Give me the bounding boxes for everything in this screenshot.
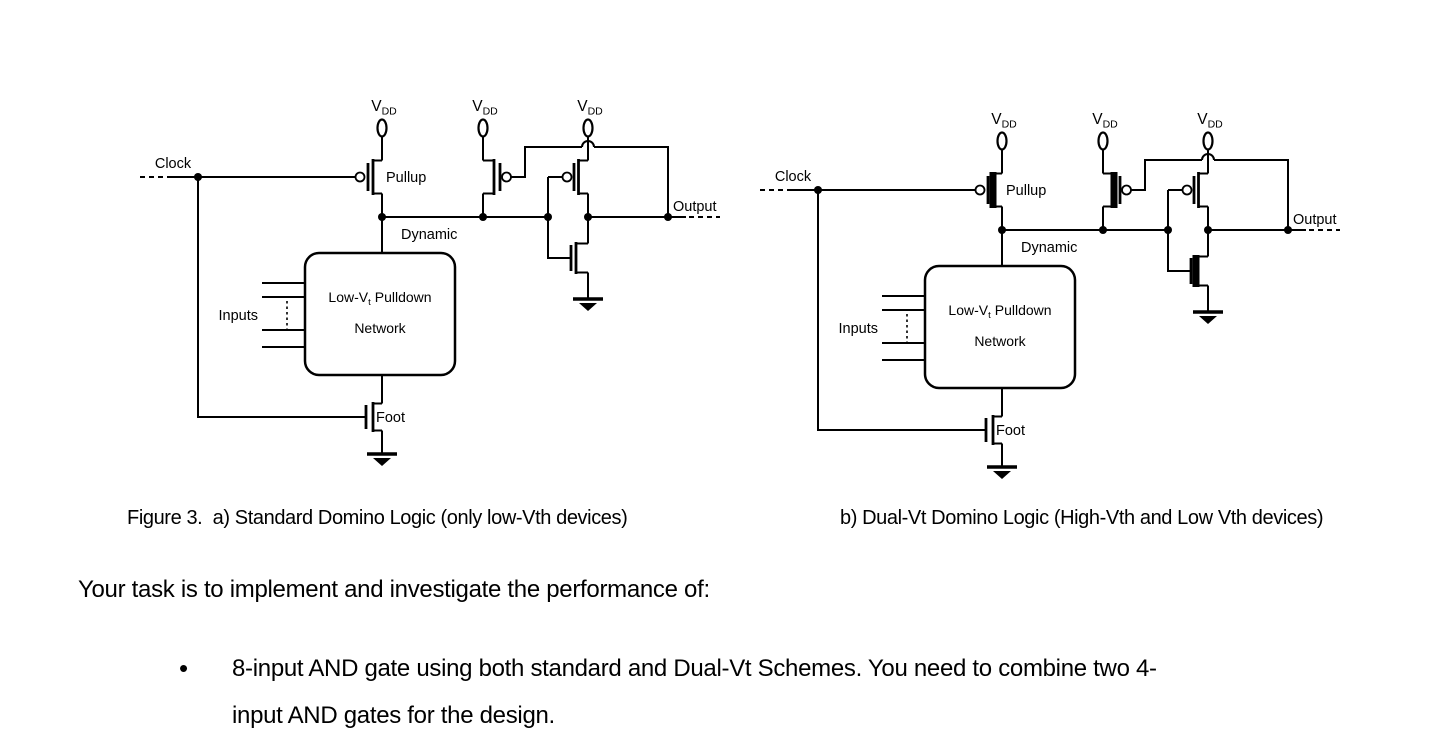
vdd-terminal-icon [1202,131,1214,151]
vdd-subscript: DD [1103,119,1119,131]
bullet-item: 8-input AND gate using both standard and… [232,645,1157,739]
vdd-v: V [1092,111,1103,128]
vdd-v: V [991,111,1002,128]
network-lowv-text: Low-V [328,289,368,305]
vdd-v: V [472,98,483,115]
vdd-label: VDD [1092,111,1118,131]
pulldown-network-label-line1: Low-Vt Pulldown [948,302,1051,321]
vdd-label: VDD [371,98,397,118]
pulldown-network-box [303,251,457,377]
pullup-channel-highvt [989,172,997,208]
pullup-gate-bubble-icon [354,171,366,183]
pullup-gate-bubble-icon [974,184,986,196]
vdd-terminal-icon [477,118,489,138]
foot-label: Foot [376,410,405,426]
inverter-nmos-channel-highvt [1192,255,1200,287]
vdd-label: VDD [991,111,1017,131]
inverter-pmos-gate-bubble-icon [561,171,573,183]
ground-symbol-icon [579,303,597,311]
figure-caption-a: Figure 3. a) Standard Domino Logic (only… [127,507,628,529]
keeper-channel-highvt [1110,172,1118,208]
vdd-terminal-icon [582,118,594,138]
pulldown-network-label-line2: Network [974,333,1026,349]
network-vt-subscript: t [368,297,371,308]
pullup-label: Pullup [386,170,426,186]
vdd-subscript: DD [483,106,499,118]
inputs-label: Inputs [219,308,259,324]
vdd-label: VDD [577,98,603,118]
network-pulldown-text: Pulldown [995,302,1052,318]
keeper-feedback-wire [594,146,669,217]
keeper-feedback-wire [1131,159,1202,191]
pulldown-network-box [923,264,1077,390]
vdd-v: V [371,98,382,115]
figure-caption-b: b) Dual-Vt Domino Logic (High-Vth and Lo… [840,507,1324,529]
inverter-input-wire [1167,190,1191,272]
ground-symbol-icon [1199,316,1217,324]
keeper-gate-bubble-icon [1121,184,1132,196]
dynamic-label: Dynamic [1021,240,1077,256]
vdd-v: V [1197,111,1208,128]
foot-label: Foot [996,423,1025,439]
vdd-terminal-icon [996,131,1008,151]
clock-label: Clock [775,169,812,185]
ground-symbol-icon [373,458,391,466]
vdd-label: VDD [1197,111,1223,131]
clock-label: Clock [155,156,192,172]
clock-to-foot-wire [817,190,986,431]
vdd-subscript: DD [1002,119,1018,131]
keeper-drain-node [1099,226,1107,234]
vdd-subscript: DD [588,106,604,118]
ground-symbol-icon [993,471,1011,479]
inverter-input-node [1164,226,1172,234]
vdd-subscript: DD [1208,119,1224,131]
pulldown-network-label-line2: Network [354,320,406,336]
vdd-subscript: DD [382,106,398,118]
bullet-line-1: 8-input AND gate using both standard and… [232,655,1157,682]
keeper-gate-bubble-icon [501,171,512,183]
keeper-drain-node [479,213,487,221]
network-vt-subscript: t [988,310,991,321]
output-label: Output [673,199,717,215]
output-label: Output [1293,212,1337,228]
vdd-terminal-icon [376,118,388,138]
vdd-v: V [577,98,588,115]
keeper-feedback-wire [1214,159,1289,230]
inverter-input-wire [547,177,571,259]
vdd-label: VDD [472,98,498,118]
keeper-feedback-wire [511,146,582,178]
clock-to-foot-wire [197,177,366,418]
dynamic-label: Dynamic [401,227,457,243]
inverter-input-node [544,213,552,221]
bullet-marker: • [179,653,189,683]
pullup-label: Pullup [1006,183,1046,199]
bullet-line-2: input AND gates for the design. [232,702,555,729]
inputs-label: Inputs [839,321,879,337]
vdd-terminal-icon [1097,131,1109,151]
network-lowv-text: Low-V [948,302,988,318]
task-intro-paragraph: Your task is to implement and investigat… [78,576,710,603]
inverter-pmos-gate-bubble-icon [1181,184,1193,196]
network-pulldown-text: Pulldown [375,289,432,305]
pulldown-network-label-line1: Low-Vt Pulldown [328,289,431,308]
